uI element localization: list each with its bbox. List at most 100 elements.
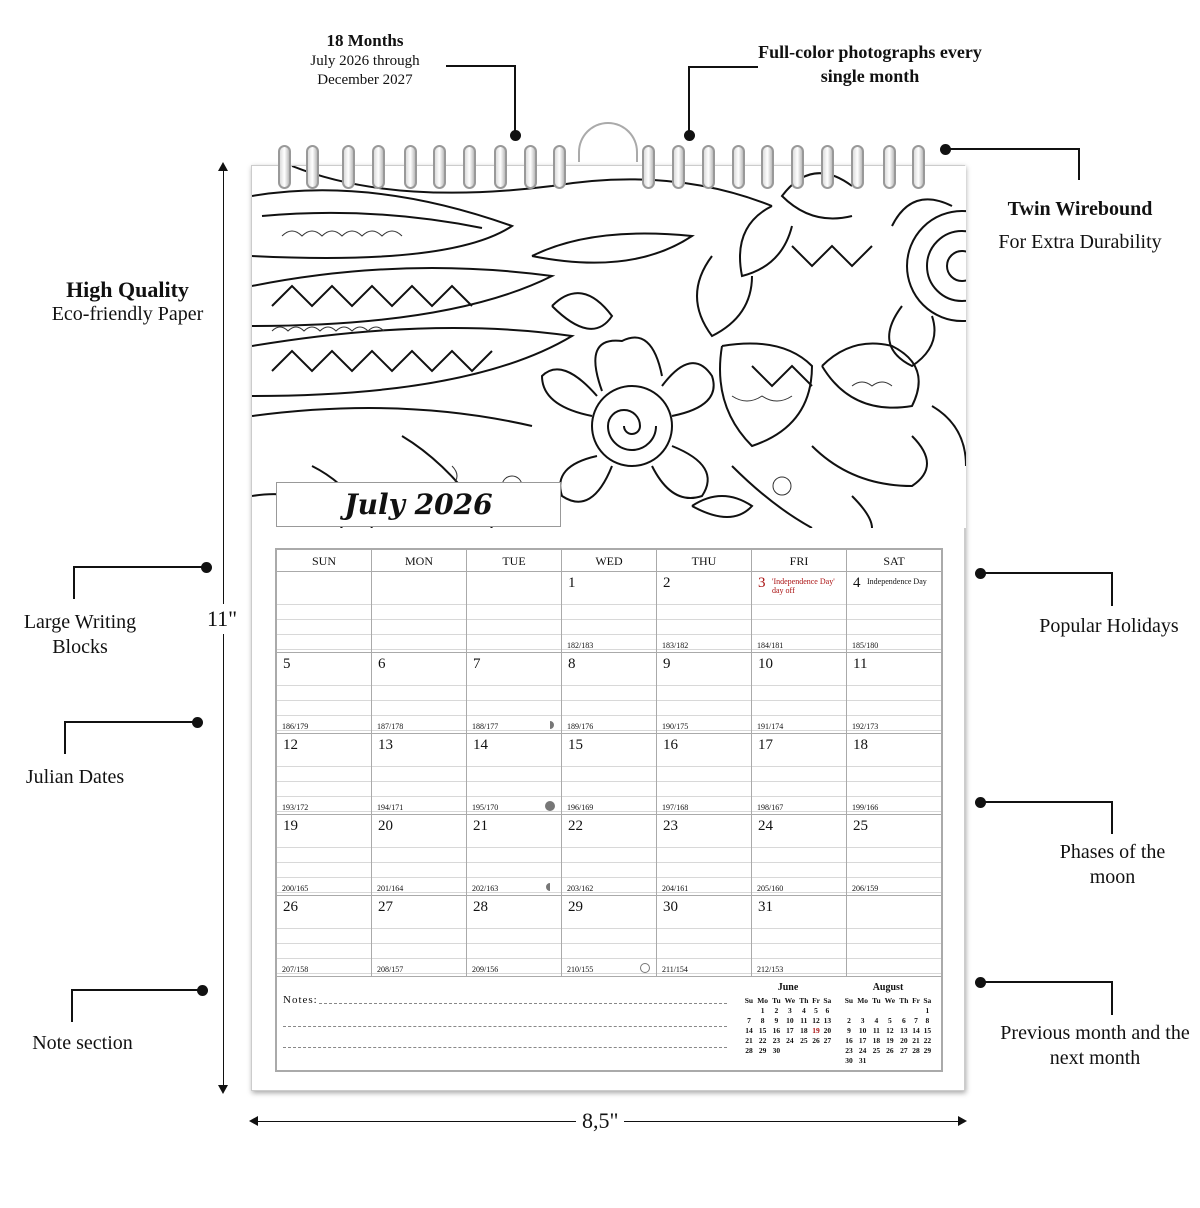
mini-day: 7 — [747, 1015, 751, 1025]
day-cell[interactable] — [277, 572, 372, 652]
day-number: 4 — [853, 575, 861, 591]
mini-day: 19 — [812, 1025, 820, 1035]
julian-date: 212/153 — [757, 965, 784, 974]
holidays-callout: Popular Holidays — [1020, 614, 1198, 639]
wire-coil — [851, 145, 864, 189]
mini-day: 27 — [900, 1045, 908, 1055]
mini-weekday: Sa — [923, 995, 932, 1005]
note-section-callout: Note section — [10, 1031, 155, 1056]
day-number: 25 — [853, 818, 868, 834]
photos-callout: Full-color photographs every single mont… — [750, 40, 990, 88]
julian-date: 208/157 — [377, 965, 404, 974]
mini-day: 5 — [814, 1005, 818, 1015]
arrow-up-icon — [218, 162, 228, 171]
wire-coil — [278, 145, 291, 189]
mini-weekday: Tu — [772, 995, 781, 1005]
mini-day: 4 — [874, 1015, 879, 1025]
day-cell[interactable] — [372, 572, 467, 652]
mini-day: 12 — [812, 1015, 820, 1025]
mini-day: 19 — [886, 1035, 894, 1045]
mini-day: 21 — [912, 1035, 920, 1045]
julian-date: 204/161 — [662, 884, 689, 893]
julian-date: 209/156 — [472, 965, 499, 974]
mini-day: 3 — [860, 1015, 865, 1025]
weekday-label: THU — [657, 550, 752, 571]
mini-day — [922, 1055, 933, 1065]
day-cell[interactable] — [467, 572, 562, 652]
mini-weekday: We — [884, 995, 896, 1005]
mini-day: 26 — [886, 1045, 894, 1055]
mini-day: 15 — [923, 1025, 932, 1035]
wire-coil — [433, 145, 446, 189]
julian-date: 202/163 — [472, 884, 499, 893]
months-callout: 18 Months July 2026 through December 202… — [280, 30, 450, 90]
mini-day: 15 — [758, 1025, 767, 1035]
mini-day: 6 — [825, 1005, 830, 1015]
month-title: July 2026 — [276, 482, 561, 527]
notes-line[interactable] — [283, 1026, 727, 1027]
mini-day: 14 — [745, 1025, 753, 1035]
wire-coil — [372, 145, 385, 189]
paper-title: High Quality — [66, 277, 189, 302]
mandala-flower-image — [252, 166, 966, 528]
mini-day: 16 — [845, 1035, 853, 1045]
mini-day: 22 — [758, 1035, 767, 1045]
notes-line[interactable] — [283, 1047, 727, 1048]
day-number: 16 — [663, 737, 678, 753]
julian-date: 190/175 — [662, 722, 689, 731]
mini-day — [743, 1005, 755, 1015]
mini-weekday: Su — [744, 995, 754, 1005]
weekday-label: FRI — [752, 550, 847, 571]
mini-day: 9 — [847, 1025, 851, 1035]
julian-date: 185/180 — [852, 641, 879, 650]
day-number: 18 — [853, 737, 868, 753]
day-number: 29 — [568, 899, 583, 915]
mini-day: 29 — [923, 1045, 932, 1055]
julian-date: 203/162 — [567, 884, 594, 893]
julian-date: 211/154 — [662, 965, 688, 974]
day-cell[interactable] — [847, 896, 941, 976]
notes-line[interactable] — [319, 1003, 727, 1004]
wirebound-title: Twin Wirebound — [1007, 198, 1153, 220]
wire-coil — [553, 145, 566, 189]
mini-day: 10 — [858, 1025, 867, 1035]
mini-weekday: Mo — [757, 995, 769, 1005]
mini-day: 26 — [812, 1035, 820, 1045]
day-number: 2 — [663, 575, 671, 591]
wire-coil — [883, 145, 896, 189]
